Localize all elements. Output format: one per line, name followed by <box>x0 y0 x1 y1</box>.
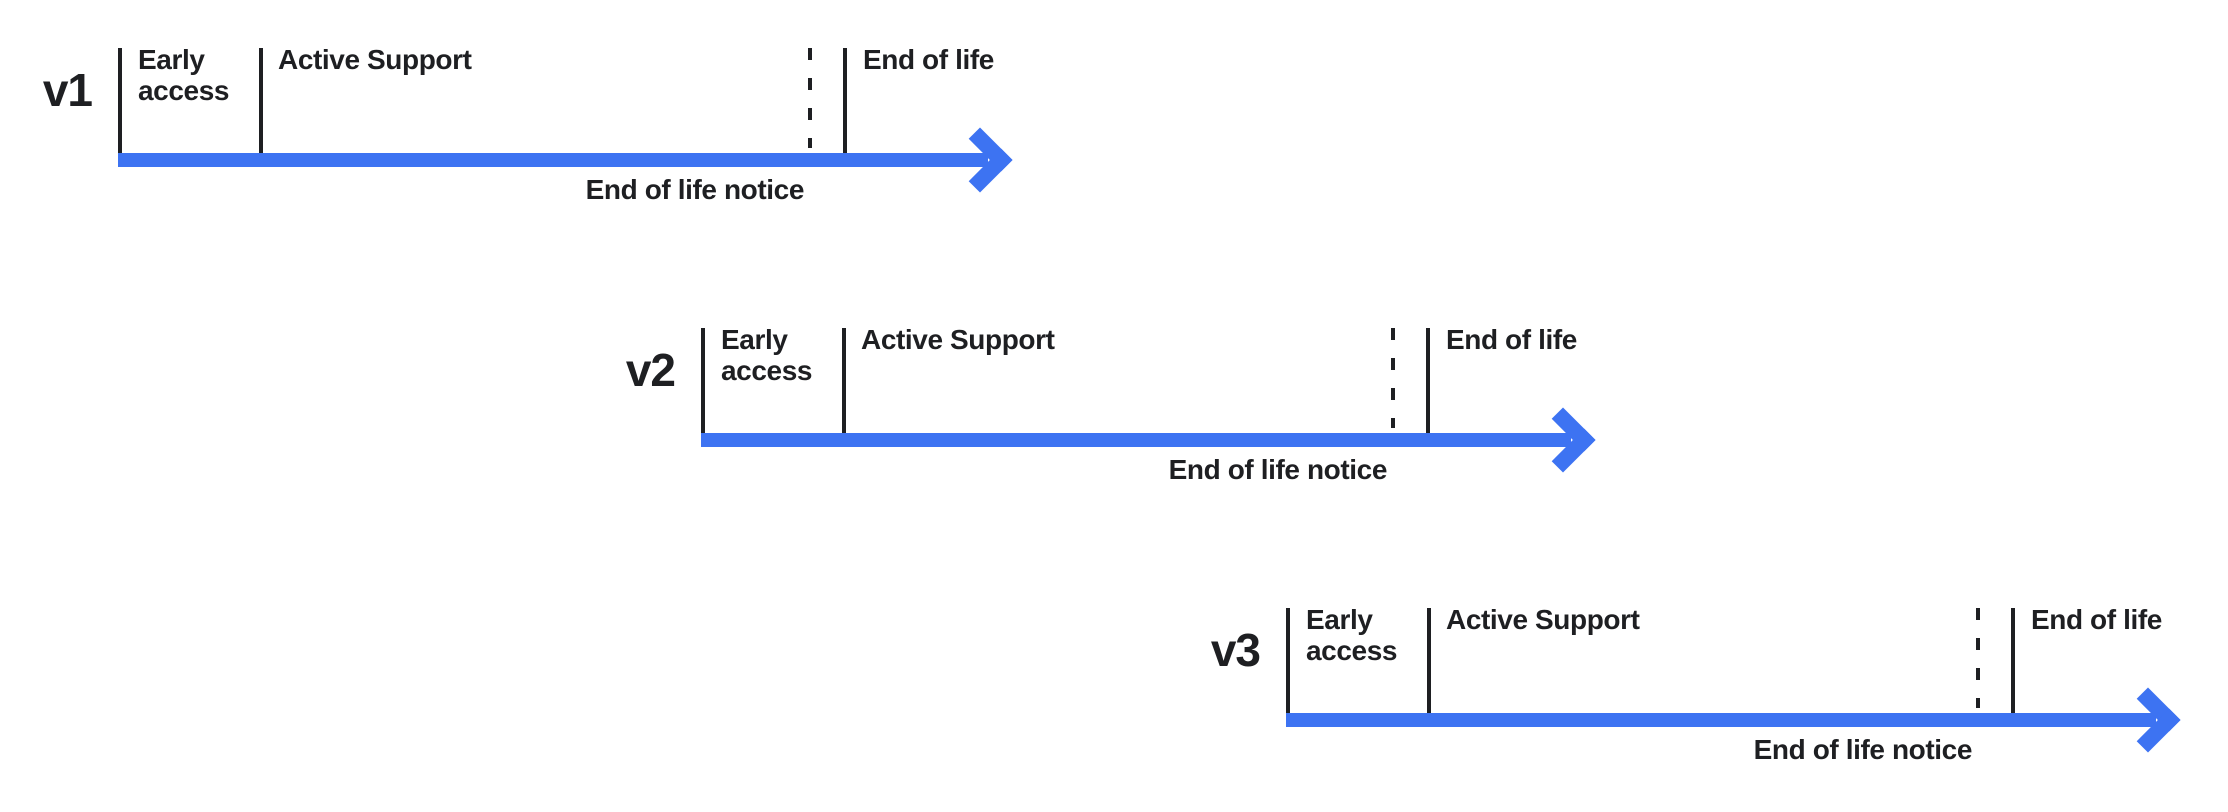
end-of-life-tick <box>843 48 847 153</box>
early-access-label: Early access <box>1306 604 1398 666</box>
early-access-start-tick <box>1286 608 1290 713</box>
end-of-life-notice-dashed-tick <box>1976 608 1980 708</box>
timeline-arrow-bar <box>1286 713 2156 727</box>
end-of-life-notice-dashed-tick <box>1391 328 1395 428</box>
early-access-label: Early access <box>138 44 230 106</box>
end-of-life-notice-dashed-tick <box>808 48 812 148</box>
timeline-arrow-bar <box>701 433 1571 447</box>
early-access-label: Early access <box>721 324 813 386</box>
timeline-arrow-bar <box>118 153 988 167</box>
end-of-life-notice-label: End of life notice <box>1753 734 1973 765</box>
end-of-life-tick <box>2011 608 2015 713</box>
arrow-head-icon <box>2115 687 2181 753</box>
active-support-start-tick <box>842 328 846 433</box>
arrow-head-icon <box>947 127 1013 193</box>
early-access-start-tick <box>701 328 705 433</box>
timeline-v2: v2 Early access Active Support End of li… <box>611 324 1611 503</box>
active-support-start-tick <box>1427 608 1431 713</box>
end-of-life-notice-label: End of life notice <box>585 174 805 205</box>
end-of-life-tick <box>1426 328 1430 433</box>
arrow-head-icon <box>1530 407 1596 473</box>
active-support-label: Active Support <box>861 324 1055 355</box>
version-label-v2: v2 <box>625 344 676 396</box>
end-of-life-notice-label: End of life notice <box>1168 454 1388 485</box>
timeline-v1: v1 Early access Active Support End of li… <box>28 44 1028 223</box>
version-label-v3: v3 <box>1210 624 1261 676</box>
active-support-start-tick <box>259 48 263 153</box>
end-of-life-label: End of life <box>2031 604 2162 635</box>
timeline-v3: v3 Early access Active Support End of li… <box>1196 604 2196 783</box>
early-access-start-tick <box>118 48 122 153</box>
active-support-label: Active Support <box>278 44 472 75</box>
active-support-label: Active Support <box>1446 604 1640 635</box>
end-of-life-label: End of life <box>1446 324 1577 355</box>
version-label-v1: v1 <box>42 64 93 116</box>
end-of-life-label: End of life <box>863 44 994 75</box>
